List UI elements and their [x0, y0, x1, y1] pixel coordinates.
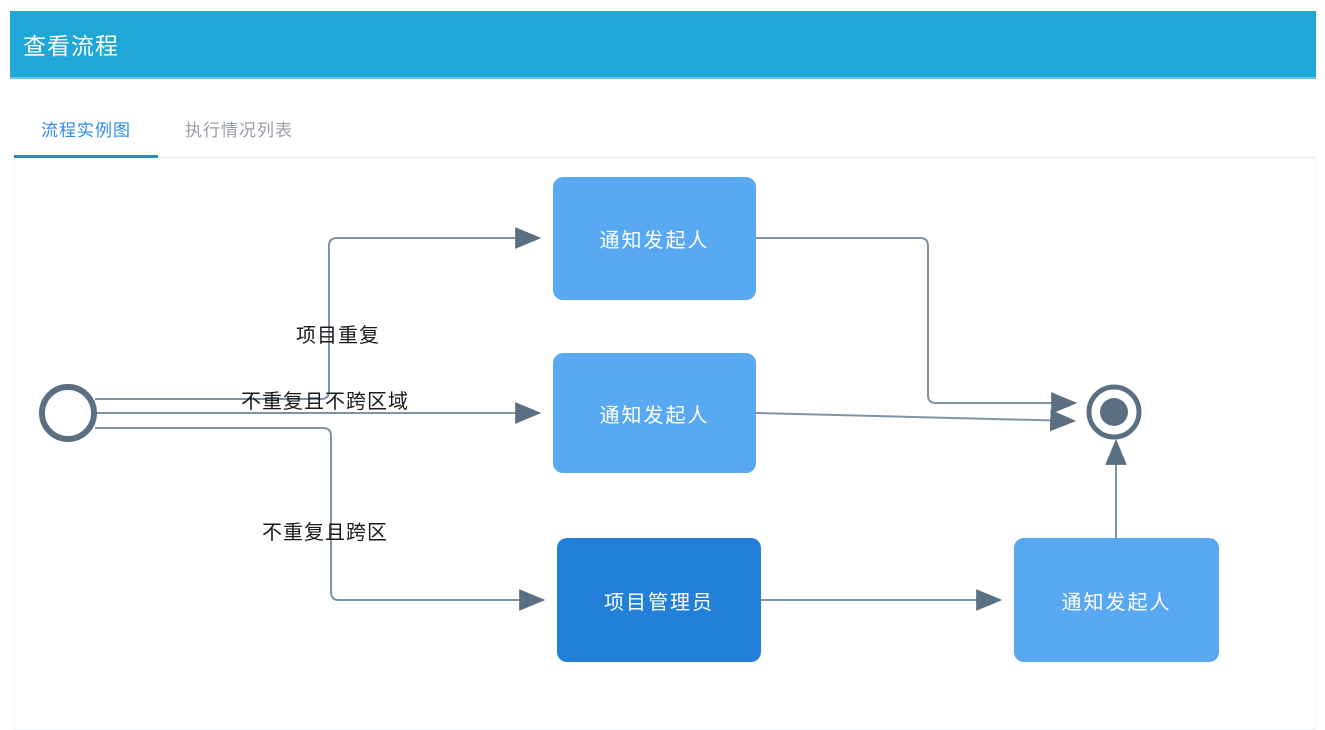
task-node-notify-initiator-right: 通知发起人 [1014, 538, 1219, 662]
tab-bar: 流程实例图 执行情况列表 [14, 102, 1316, 158]
flow-edges-layer [39, 227, 1142, 611]
edge-start-to-notify-top [95, 227, 542, 400]
dialog-header: 查看流程 [10, 11, 1316, 79]
start-event-icon [39, 384, 97, 442]
process-diagram-canvas: 通知发起人 通知发起人 项目管理员 通知发起人 项目重复 不重复且不跨区域 不重… [14, 158, 1316, 730]
task-node-project-admin: 项目管理员 [557, 538, 761, 662]
edge-start-to-admin [95, 427, 546, 611]
edge-notify-mid-to-end [755, 409, 1077, 432]
edge-label-project-duplicate: 项目重复 [296, 325, 380, 347]
tab-execution-status-list[interactable]: 执行情况列表 [158, 102, 320, 158]
tab-label: 流程实例图 [41, 121, 131, 140]
task-node-notify-initiator-mid: 通知发起人 [553, 353, 756, 473]
task-node-label: 通知发起人 [1061, 591, 1172, 614]
edge-label-no-dup-no-cross-region: 不重复且不跨区域 [241, 391, 409, 413]
tab-label: 执行情况列表 [185, 121, 293, 140]
edge-notify-top-to-end [756, 237, 1078, 414]
edge-label-no-dup-cross-region: 不重复且跨区 [262, 522, 388, 544]
task-node-notify-initiator-top: 通知发起人 [553, 177, 756, 300]
task-node-label: 通知发起人 [599, 404, 710, 427]
page-title: 查看流程 [23, 33, 119, 59]
task-node-label: 通知发起人 [599, 230, 710, 252]
end-event-core-icon [1100, 398, 1128, 426]
task-node-label: 项目管理员 [604, 591, 714, 614]
tab-process-instance-diagram[interactable]: 流程实例图 [14, 102, 158, 158]
